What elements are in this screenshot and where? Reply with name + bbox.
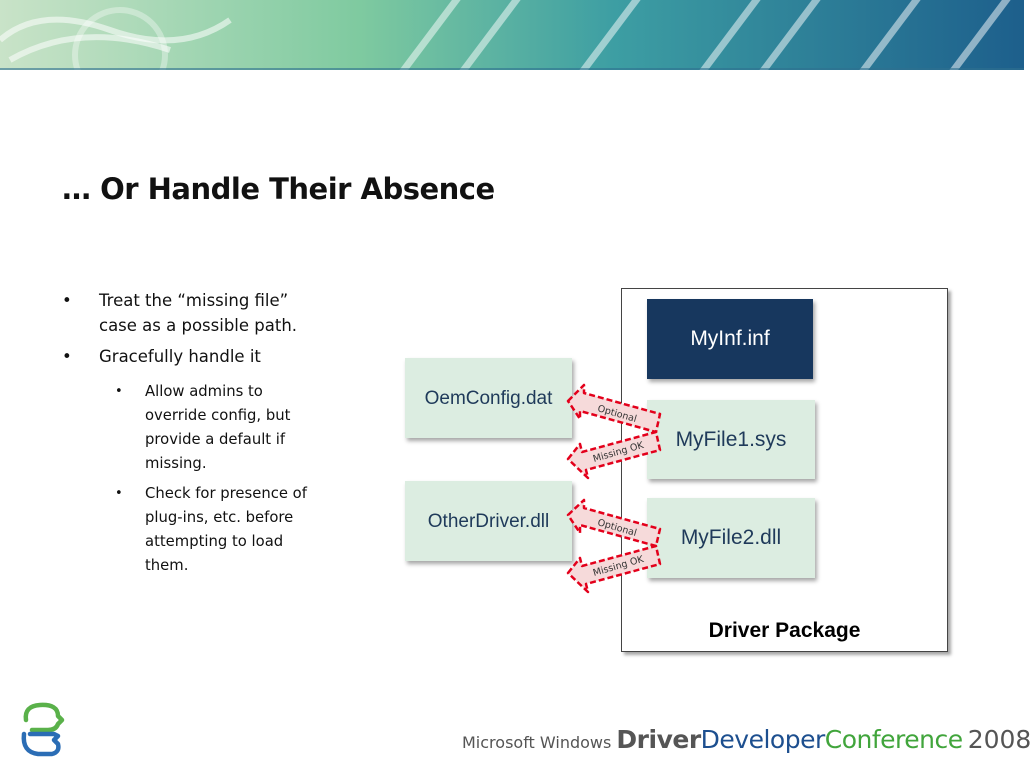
sub-bullet-line: them. <box>145 557 189 574</box>
conference-logo-icon <box>21 702 65 757</box>
sub-bullet-line: override config, but <box>145 407 291 424</box>
bullet-line: case as a possible path. <box>99 316 298 335</box>
driver-package-label: Driver Package <box>708 619 861 642</box>
sys-file-label: MyFile1.sys <box>675 427 787 451</box>
sub-bullet-marker: • <box>115 486 123 501</box>
sub-bullet-line: Check for presence of <box>145 485 307 502</box>
sub-bullet-marker: • <box>115 384 123 399</box>
sub-bullet-item: • Check for presence of plug-ins, etc. b… <box>112 482 352 578</box>
dll-file-label: MyFile2.dll <box>680 526 782 549</box>
footer-driver: Driver <box>616 725 701 754</box>
sub-bullet-line: missing. <box>145 455 207 472</box>
sub-bullet-list: • Allow admins to override config, but p… <box>112 380 352 578</box>
oem-config-label: OemConfig.dat <box>424 388 553 409</box>
sys-file-box: MyFile1.sys <box>647 400 815 479</box>
conference-footer: Microsoft Windows DriverDeveloperConfere… <box>462 725 1031 754</box>
footer-year: 2008 <box>967 725 1031 754</box>
sub-bullet-line: provide a default if <box>145 431 286 448</box>
bullet-item: Gracefully handle it <box>62 344 352 369</box>
other-driver-box: OtherDriver.dll <box>405 481 572 561</box>
bullet-item: Treat the “missing file” case as a possi… <box>62 288 352 338</box>
sub-bullet-line: plug-ins, etc. before <box>145 509 294 526</box>
sub-bullet-item: • Allow admins to override config, but p… <box>112 380 352 476</box>
inf-file-box: MyInf.inf <box>647 299 813 379</box>
oem-config-box: OemConfig.dat <box>405 358 572 438</box>
other-driver-label: OtherDriver.dll <box>427 511 550 532</box>
inf-file-label: MyInf.inf <box>690 327 770 350</box>
bullet-line: Treat the “missing file” <box>99 291 289 310</box>
dll-file-box: MyFile2.dll <box>647 498 815 578</box>
footer-microsoft-windows: Microsoft Windows <box>462 733 612 752</box>
footer-developer: Developer <box>700 725 826 754</box>
bullet-list: Treat the “missing file” case as a possi… <box>62 288 352 375</box>
header-banner <box>0 0 1024 103</box>
bullet-line: Gracefully handle it <box>99 347 261 366</box>
sub-bullet-line: attempting to load <box>145 533 284 550</box>
slide-title: … Or Handle Their Absence <box>62 172 495 206</box>
footer-conference: Conference <box>824 725 963 754</box>
sub-bullet-line: Allow admins to <box>145 383 263 400</box>
